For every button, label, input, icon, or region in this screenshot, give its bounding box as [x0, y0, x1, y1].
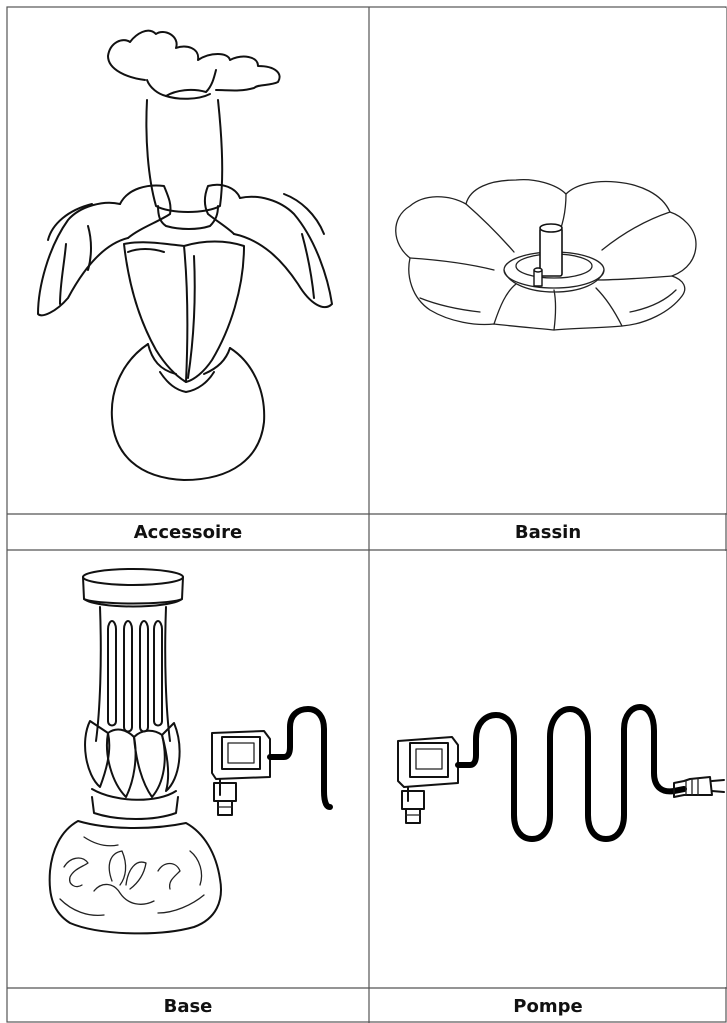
- pedestal-base-with-pump-icon: [8, 551, 368, 987]
- base-cell: [8, 551, 368, 987]
- bassin-label: Bassin: [370, 515, 726, 549]
- flower-accessory-icon: [8, 8, 368, 513]
- pompe-cell: [370, 551, 726, 987]
- accessoire-label: Accessoire: [8, 515, 368, 549]
- base-label: Base: [8, 989, 368, 1023]
- bassin-cell: [370, 8, 726, 513]
- pump-with-cable-icon: [370, 551, 726, 987]
- pompe-label: Pompe: [370, 989, 726, 1023]
- basin-icon: [370, 8, 726, 513]
- accessoire-cell: [8, 8, 368, 513]
